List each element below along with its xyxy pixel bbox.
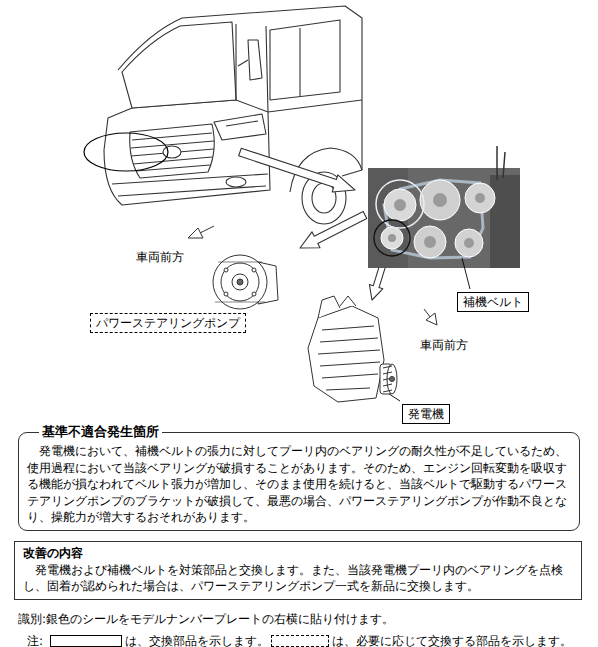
- drawing-stroke: [455, 229, 483, 257]
- drawing-stroke: [270, 20, 340, 100]
- drawing-stroke: [424, 236, 436, 248]
- direction-label: 車両前方: [136, 249, 184, 265]
- drawing-stroke: [299, 28, 300, 96]
- drawing-stroke: [224, 292, 228, 296]
- drawing-stroke: [390, 377, 395, 382]
- part-label-box: 補機ベルト: [457, 292, 529, 312]
- box-heading: 補機ベルト: [463, 294, 523, 310]
- drawing-stroke: [213, 255, 267, 309]
- solid-box-sample: [50, 635, 122, 647]
- power-steering-pump-drawing: [213, 255, 278, 309]
- legend-text: は、交換部品を示します。: [125, 633, 269, 647]
- drawing-stroke: [340, 296, 356, 306]
- drawing-stroke: [464, 238, 474, 248]
- identification-note: 識別:銀色のシールをモデルナンバープレートの右横に貼り付けます。: [18, 611, 394, 627]
- drawing-stroke: [84, 133, 168, 171]
- drawing-stroke: [426, 313, 437, 325]
- drawing-stroke: [268, 100, 362, 112]
- drawing-stroke: [433, 193, 447, 207]
- drawing-stroke: [388, 234, 396, 242]
- drawing-stroke: [252, 268, 256, 272]
- drawing-stroke: [308, 306, 384, 402]
- drawing-stroke: [266, 26, 268, 112]
- box-heading: パワーステアリングポンプ: [96, 315, 240, 331]
- drawing-stroke: [318, 326, 380, 390]
- drawing-stroke: [226, 121, 258, 126]
- drawing-stroke: [394, 199, 406, 211]
- engine-photo: [368, 146, 520, 268]
- drawing-stroke: [497, 146, 505, 180]
- drawing-stroke: [122, 22, 236, 108]
- drawing-stroke: [118, 186, 266, 196]
- drawing-stroke: [232, 274, 248, 290]
- drawing-stroke: [490, 175, 520, 268]
- drawing-stroke: [414, 226, 446, 258]
- drawing-stroke: [312, 183, 336, 213]
- drawing-stroke: [420, 180, 460, 220]
- drawing-stroke: [368, 168, 520, 268]
- drawing-stroke: [381, 227, 403, 249]
- box-heading: 基準不適合発生箇所: [39, 423, 162, 440]
- drawing-stroke: [300, 211, 367, 248]
- drawing-stroke: [188, 228, 203, 238]
- drawing-stroke: [226, 177, 246, 187]
- drawing-stroke: [163, 146, 181, 158]
- remedy-panel: 改善の内容発電機および補機ベルトを対策部品と交換します。また、当該発電機プーリ内…: [14, 541, 582, 600]
- drawing-stroke: [252, 292, 256, 296]
- leader-lines: [383, 258, 470, 401]
- drawing-stroke: [214, 114, 266, 140]
- drawing-stroke: [221, 263, 259, 301]
- legend-entry: は、必要に応じて交換する部品を示します。: [271, 633, 574, 647]
- box-heading: 発電機: [408, 406, 444, 422]
- direction-label: 車両前方: [420, 337, 468, 353]
- drawing-stroke: [237, 279, 243, 285]
- drawing-stroke: [215, 262, 265, 302]
- drawing-stroke: [462, 258, 470, 289]
- legend-text: は、必要に応じて交換する部品を示します。: [332, 633, 572, 647]
- defect-callout-box: 基準不適合発生箇所発電機において、補機ベルトの張力に対してプーリ内のベアリングの…: [18, 432, 580, 531]
- drawing-stroke: [224, 268, 228, 272]
- box-body-text: 発電機および補機ベルトを対策部品と交換します。また、当該発電機プーリ内のベアリン…: [23, 562, 573, 595]
- legend: は、交換部品を示します。 は、必要に応じて交換する部品を示します。: [50, 633, 574, 647]
- van-drawing: [84, 6, 362, 224]
- alternator-drawing: [308, 296, 397, 402]
- drawing-stroke: [374, 220, 410, 256]
- drawing-stroke: [384, 189, 416, 221]
- legend-entry: は、交換部品を示します。: [50, 633, 271, 647]
- drawing-stroke: [131, 133, 214, 171]
- drawing-stroke: [238, 60, 248, 66]
- box-body-text: 発電機において、補機ベルトの張力に対してプーリ内のベアリングの耐久性が不足してい…: [27, 443, 571, 526]
- drawing-stroke: [248, 40, 262, 80]
- part-label-box: 発電機: [402, 404, 450, 424]
- drawing-stroke: [235, 24, 236, 100]
- dashed-box-sample: [271, 635, 329, 647]
- part-label-box: パワーステアリングポンプ: [90, 313, 246, 333]
- drawing-stroke: [318, 296, 340, 318]
- drawing-stroke: [376, 180, 424, 228]
- drawing-stroke: [200, 226, 214, 233]
- drawing-stroke: [239, 148, 355, 192]
- front-arrows: [188, 226, 437, 325]
- box-heading: 改善の内容: [23, 545, 573, 562]
- drawing-stroke: [475, 193, 485, 203]
- note-label: 注:: [27, 633, 43, 647]
- drawing-stroke: [465, 183, 495, 213]
